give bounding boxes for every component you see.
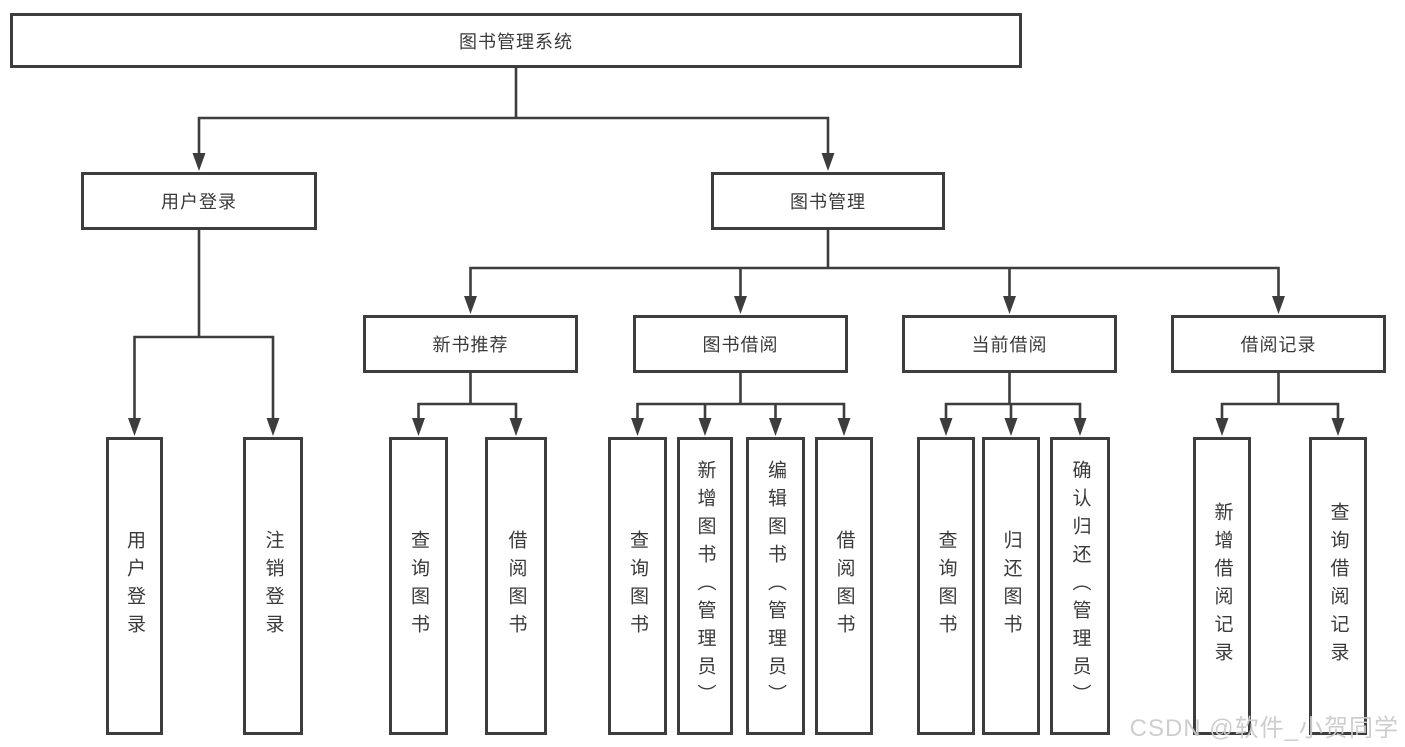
- node-borrow-records: 借阅记录: [1171, 315, 1386, 373]
- node-label: 借阅记录: [1240, 335, 1317, 355]
- node-leaf-add-borrow-record: 新增借阅记录: [1193, 437, 1251, 735]
- node-leaf-query-books-2: 查询图书: [608, 437, 667, 735]
- arrow-icon: [1003, 296, 1016, 314]
- arrow-icon: [509, 418, 523, 436]
- node-leaf-query-borrow-record: 查询借阅记录: [1309, 437, 1367, 735]
- node-label: 查询图书: [627, 530, 648, 642]
- node-label: 新增借阅记录: [1211, 502, 1233, 670]
- connector-bookmgmt-level3: [469, 230, 1280, 299]
- node-leaf-user-login: 用户登录: [106, 437, 163, 735]
- node-label: 查询图书: [935, 530, 957, 642]
- node-label: 图书管理系统: [459, 31, 573, 52]
- node-leaf-borrow-books-2: 借阅图书: [815, 437, 873, 735]
- connector-userlogin-children: [133, 230, 275, 421]
- node-label: 图书借阅: [702, 335, 779, 355]
- node-label: 确认归还（管理员）: [1069, 460, 1091, 712]
- node-label: 当前借阅: [971, 335, 1048, 355]
- arrow-icon: [412, 418, 425, 436]
- arrow-icon: [1272, 296, 1285, 314]
- arrow-icon: [1073, 418, 1087, 436]
- arrow-icon: [698, 418, 712, 436]
- connector-root-level2: [197, 68, 830, 156]
- node-leaf-confirm-return-admin: 确认归还（管理员）: [1050, 437, 1110, 735]
- node-label: 借阅图书: [833, 530, 855, 642]
- node-label: 查询借阅记录: [1327, 502, 1349, 670]
- arrow-icon: [631, 418, 644, 436]
- arrow-icon: [939, 418, 953, 436]
- connector-current-children: [944, 373, 1082, 421]
- node-leaf-query-books-3: 查询图书: [917, 437, 975, 735]
- node-leaf-return-books: 归还图书: [982, 437, 1040, 735]
- arrow-icon: [821, 153, 835, 171]
- arrow-icon: [192, 153, 206, 171]
- arrow-icon: [769, 418, 782, 436]
- node-book-management: 图书管理: [711, 172, 945, 230]
- node-book-borrow: 图书借阅: [633, 315, 848, 373]
- node-label: 新书推荐: [432, 335, 509, 355]
- node-label: 归还图书: [1000, 530, 1022, 642]
- connector-borrow-children: [636, 373, 846, 421]
- arrow-icon: [1215, 418, 1229, 436]
- node-label: 注销登录: [262, 530, 284, 642]
- node-label: 查询图书: [408, 530, 429, 642]
- arrow-icon: [837, 418, 851, 436]
- node-new-book-recommend: 新书推荐: [363, 315, 578, 373]
- node-leaf-edit-books-admin: 编辑图书（管理员）: [746, 437, 805, 735]
- node-leaf-logout: 注销登录: [243, 437, 303, 735]
- arrow-icon: [734, 296, 747, 314]
- node-label: 新增图书（管理员）: [694, 460, 716, 712]
- connector-newbooks-children: [417, 373, 518, 421]
- arrowheads: [128, 153, 1345, 436]
- arrow-icon: [464, 296, 477, 314]
- node-leaf-add-books-admin: 新增图书（管理员）: [677, 437, 733, 735]
- node-label: 用户登录: [161, 192, 237, 212]
- node-label: 图书管理: [790, 192, 866, 212]
- node-leaf-borrow-books-1: 借阅图书: [485, 437, 547, 735]
- arrow-icon: [128, 418, 141, 436]
- node-label: 编辑图书（管理员）: [765, 460, 786, 712]
- node-leaf-query-books-1: 查询图书: [389, 437, 448, 735]
- arrow-icon: [266, 418, 280, 436]
- node-current-borrow: 当前借阅: [902, 315, 1117, 373]
- arrow-icon: [1331, 418, 1345, 436]
- arrow-icon: [1004, 418, 1018, 436]
- node-label: 借阅图书: [505, 530, 527, 642]
- connector-records-children: [1220, 373, 1340, 421]
- node-root-system: 图书管理系统: [10, 13, 1022, 68]
- node-user-login: 用户登录: [81, 172, 317, 230]
- node-label: 用户登录: [124, 530, 145, 642]
